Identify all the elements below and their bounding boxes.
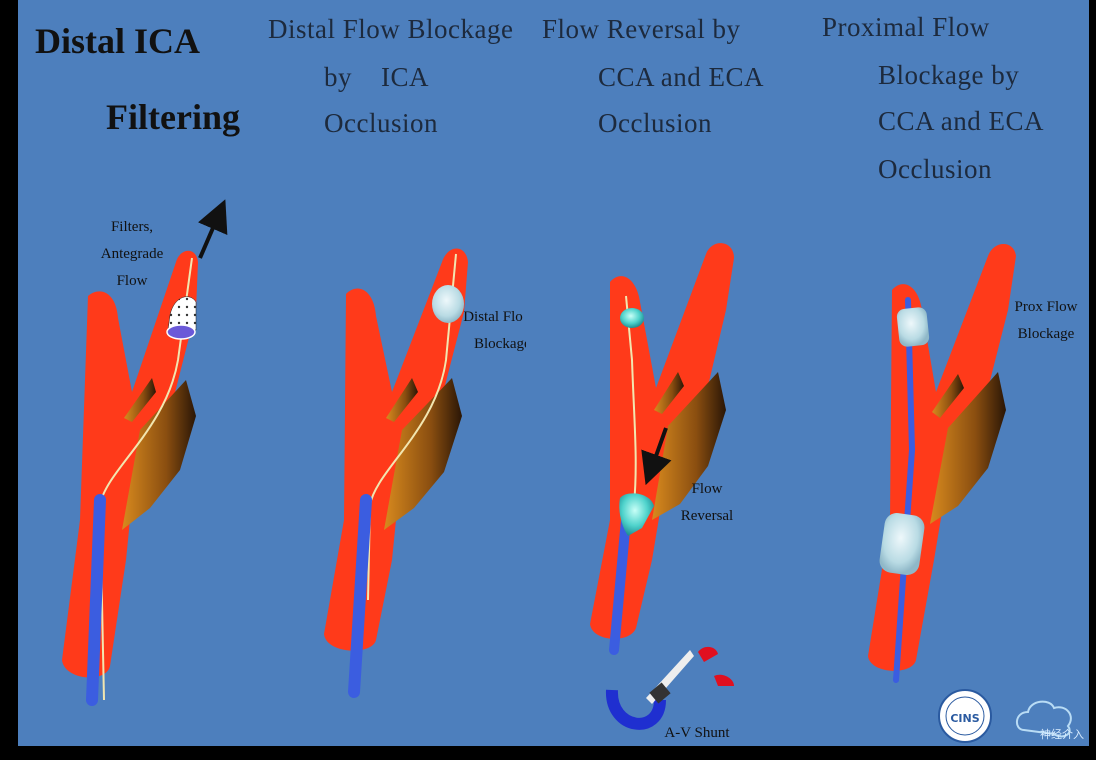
panel-2-label-line-2: Blockage bbox=[474, 336, 526, 352]
panel-3-title-line-3: Occlusion bbox=[598, 108, 712, 138]
panel-4-label-line-1: Prox Flow bbox=[1014, 299, 1078, 315]
panel-1-label-line-2: Antegrade bbox=[100, 246, 164, 262]
panel-1-label-line-1: Filters, bbox=[110, 219, 154, 235]
panel-bg-2 bbox=[252, 0, 527, 746]
logo-text: 神经介入 bbox=[1040, 727, 1084, 741]
panel-4-title-line-3: CCA and ECA bbox=[878, 106, 1045, 136]
panel-4-label: Prox Flow Blockage bbox=[1006, 294, 1086, 348]
panel-3-title-line-2: CCA and ECA bbox=[598, 62, 765, 92]
panel-2-artery bbox=[324, 248, 468, 698]
cins-seal-logo: CINS bbox=[938, 689, 992, 743]
panel-2-title-line-3: Occlusion bbox=[324, 108, 438, 138]
panel-4-title-line-1: Proximal Flow bbox=[822, 12, 990, 42]
panel-4-label-line-2: Blockage bbox=[1017, 326, 1075, 342]
panel-1-artery bbox=[62, 199, 228, 706]
panel-3-artery bbox=[590, 243, 734, 730]
panel-4-title-line-2: Blockage by bbox=[878, 60, 1020, 90]
seal-text: CINS bbox=[950, 712, 979, 725]
panel-2-label-line-1: Distal Flo bbox=[463, 309, 523, 325]
panel-1-label-line-3: Flow bbox=[116, 273, 148, 289]
panel-1-title-line-2: Filtering bbox=[106, 97, 240, 137]
cloud-brand-logo: 神经介入 bbox=[1016, 700, 1084, 741]
panel-4-title-line-4: Occlusion bbox=[878, 154, 992, 184]
panel-1-label: Filters, Antegrade Flow bbox=[92, 214, 172, 295]
panel-2-title-line-1: Distal Flow Blockage bbox=[268, 14, 514, 44]
panel-3-label-line-1: Flow bbox=[691, 481, 723, 497]
panel-2-label: Distal Flo Blockage bbox=[460, 304, 526, 358]
panel-4-artery bbox=[868, 244, 1016, 683]
panel-bg-1 bbox=[18, 0, 252, 746]
panel-2-title-line-2: by ICA bbox=[324, 62, 429, 92]
panel-1-title-line-1: Distal ICA bbox=[35, 21, 201, 61]
panel-3-label: Flow Reversal bbox=[672, 476, 742, 530]
panel-3-title-line-1: Flow Reversal by bbox=[542, 14, 741, 44]
panel-3-label-line-2: Reversal bbox=[680, 508, 734, 524]
shunt-label: A-V Shunt bbox=[664, 725, 730, 741]
